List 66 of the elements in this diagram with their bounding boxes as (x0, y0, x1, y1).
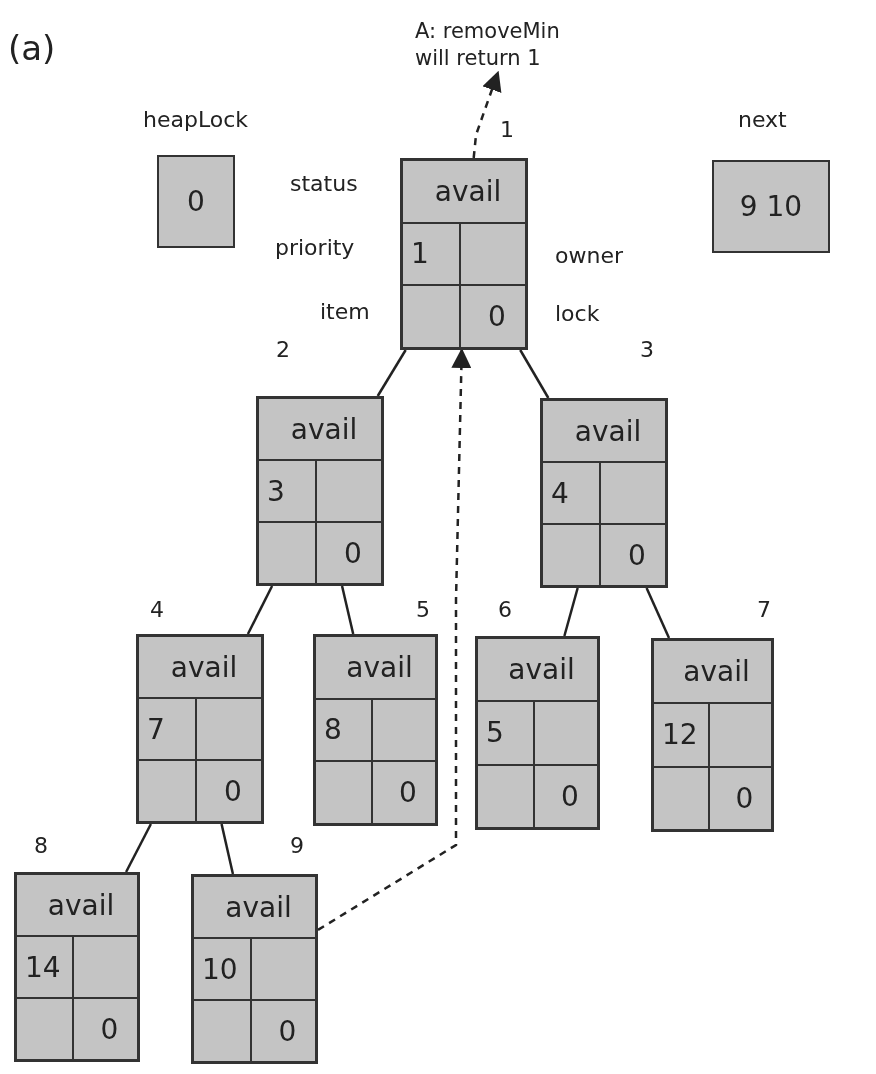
index-number: 2 (276, 338, 290, 363)
heap-node (400, 158, 528, 350)
table-cell: 4 (542, 462, 600, 524)
table-cell: avail (16, 874, 138, 936)
table-cell: avail (653, 640, 772, 704)
table-cell: 0 (316, 522, 382, 584)
table-cell: 0 (251, 1000, 316, 1062)
table-cell: avail (542, 400, 666, 462)
field-name: lock (555, 302, 600, 327)
table-cell: avail (258, 398, 382, 460)
table-cell: 0 (372, 761, 436, 824)
dashed-arrow (472, 70, 502, 159)
table-cell: 10 (193, 938, 251, 1000)
field-name: owner (555, 244, 623, 269)
tree-line (125, 823, 152, 873)
index-number: 5 (416, 598, 430, 623)
index-number: 8 (34, 834, 48, 859)
field-name: status (290, 172, 358, 197)
index-number: 7 (757, 598, 771, 623)
variable-name: next (738, 108, 787, 133)
heap-node (313, 634, 438, 826)
table-cell: 0 (73, 998, 138, 1060)
dashed-arrow (317, 348, 472, 931)
tree-line (563, 587, 579, 637)
table-cell: 8 (315, 698, 372, 762)
value-box: 9 10 (712, 160, 830, 253)
table-cell: 3 (258, 460, 316, 522)
variable-name: heapLock (143, 108, 249, 133)
table-cell: 1 (402, 222, 460, 286)
field-name: priority (275, 236, 355, 261)
field-name: item (320, 300, 370, 325)
table-cell: 5 (477, 701, 534, 765)
heap-node (256, 396, 384, 586)
table-cell: 0 (534, 764, 598, 828)
table-cell: avail (402, 160, 526, 223)
index-number: 4 (150, 598, 164, 623)
tree-line (519, 349, 550, 399)
tree-line (220, 823, 235, 875)
table-cell: avail (193, 876, 316, 938)
table-cell: 14 (16, 936, 73, 998)
heap-node (651, 638, 774, 832)
index-number: 3 (640, 338, 654, 363)
table-cell: avail (138, 636, 262, 698)
table-cell: 0 (460, 285, 526, 348)
heap-node (136, 634, 264, 824)
index-number: 6 (498, 598, 512, 623)
table-cell: 0 (709, 766, 772, 830)
heap-node (475, 636, 600, 830)
tree-line (376, 349, 407, 397)
tree-line (246, 585, 274, 635)
table-cell: avail (315, 636, 436, 699)
tree-line (340, 585, 355, 635)
table-cell: 0 (196, 760, 262, 822)
value-box: 0 (157, 155, 235, 248)
heap-node (14, 872, 140, 1062)
index-number: 9 (290, 834, 304, 859)
heap-node (540, 398, 668, 588)
heap-node (191, 874, 318, 1064)
annotation-text: A: removeMin will return 1 (415, 18, 600, 73)
tree-line (645, 587, 671, 639)
table-cell: 0 (600, 524, 666, 586)
table-cell: 12 (653, 703, 709, 767)
table-cell: 7 (138, 698, 196, 760)
panel-label: (a) (8, 30, 56, 68)
table-cell: avail (477, 638, 598, 702)
index-number: 1 (500, 118, 514, 143)
